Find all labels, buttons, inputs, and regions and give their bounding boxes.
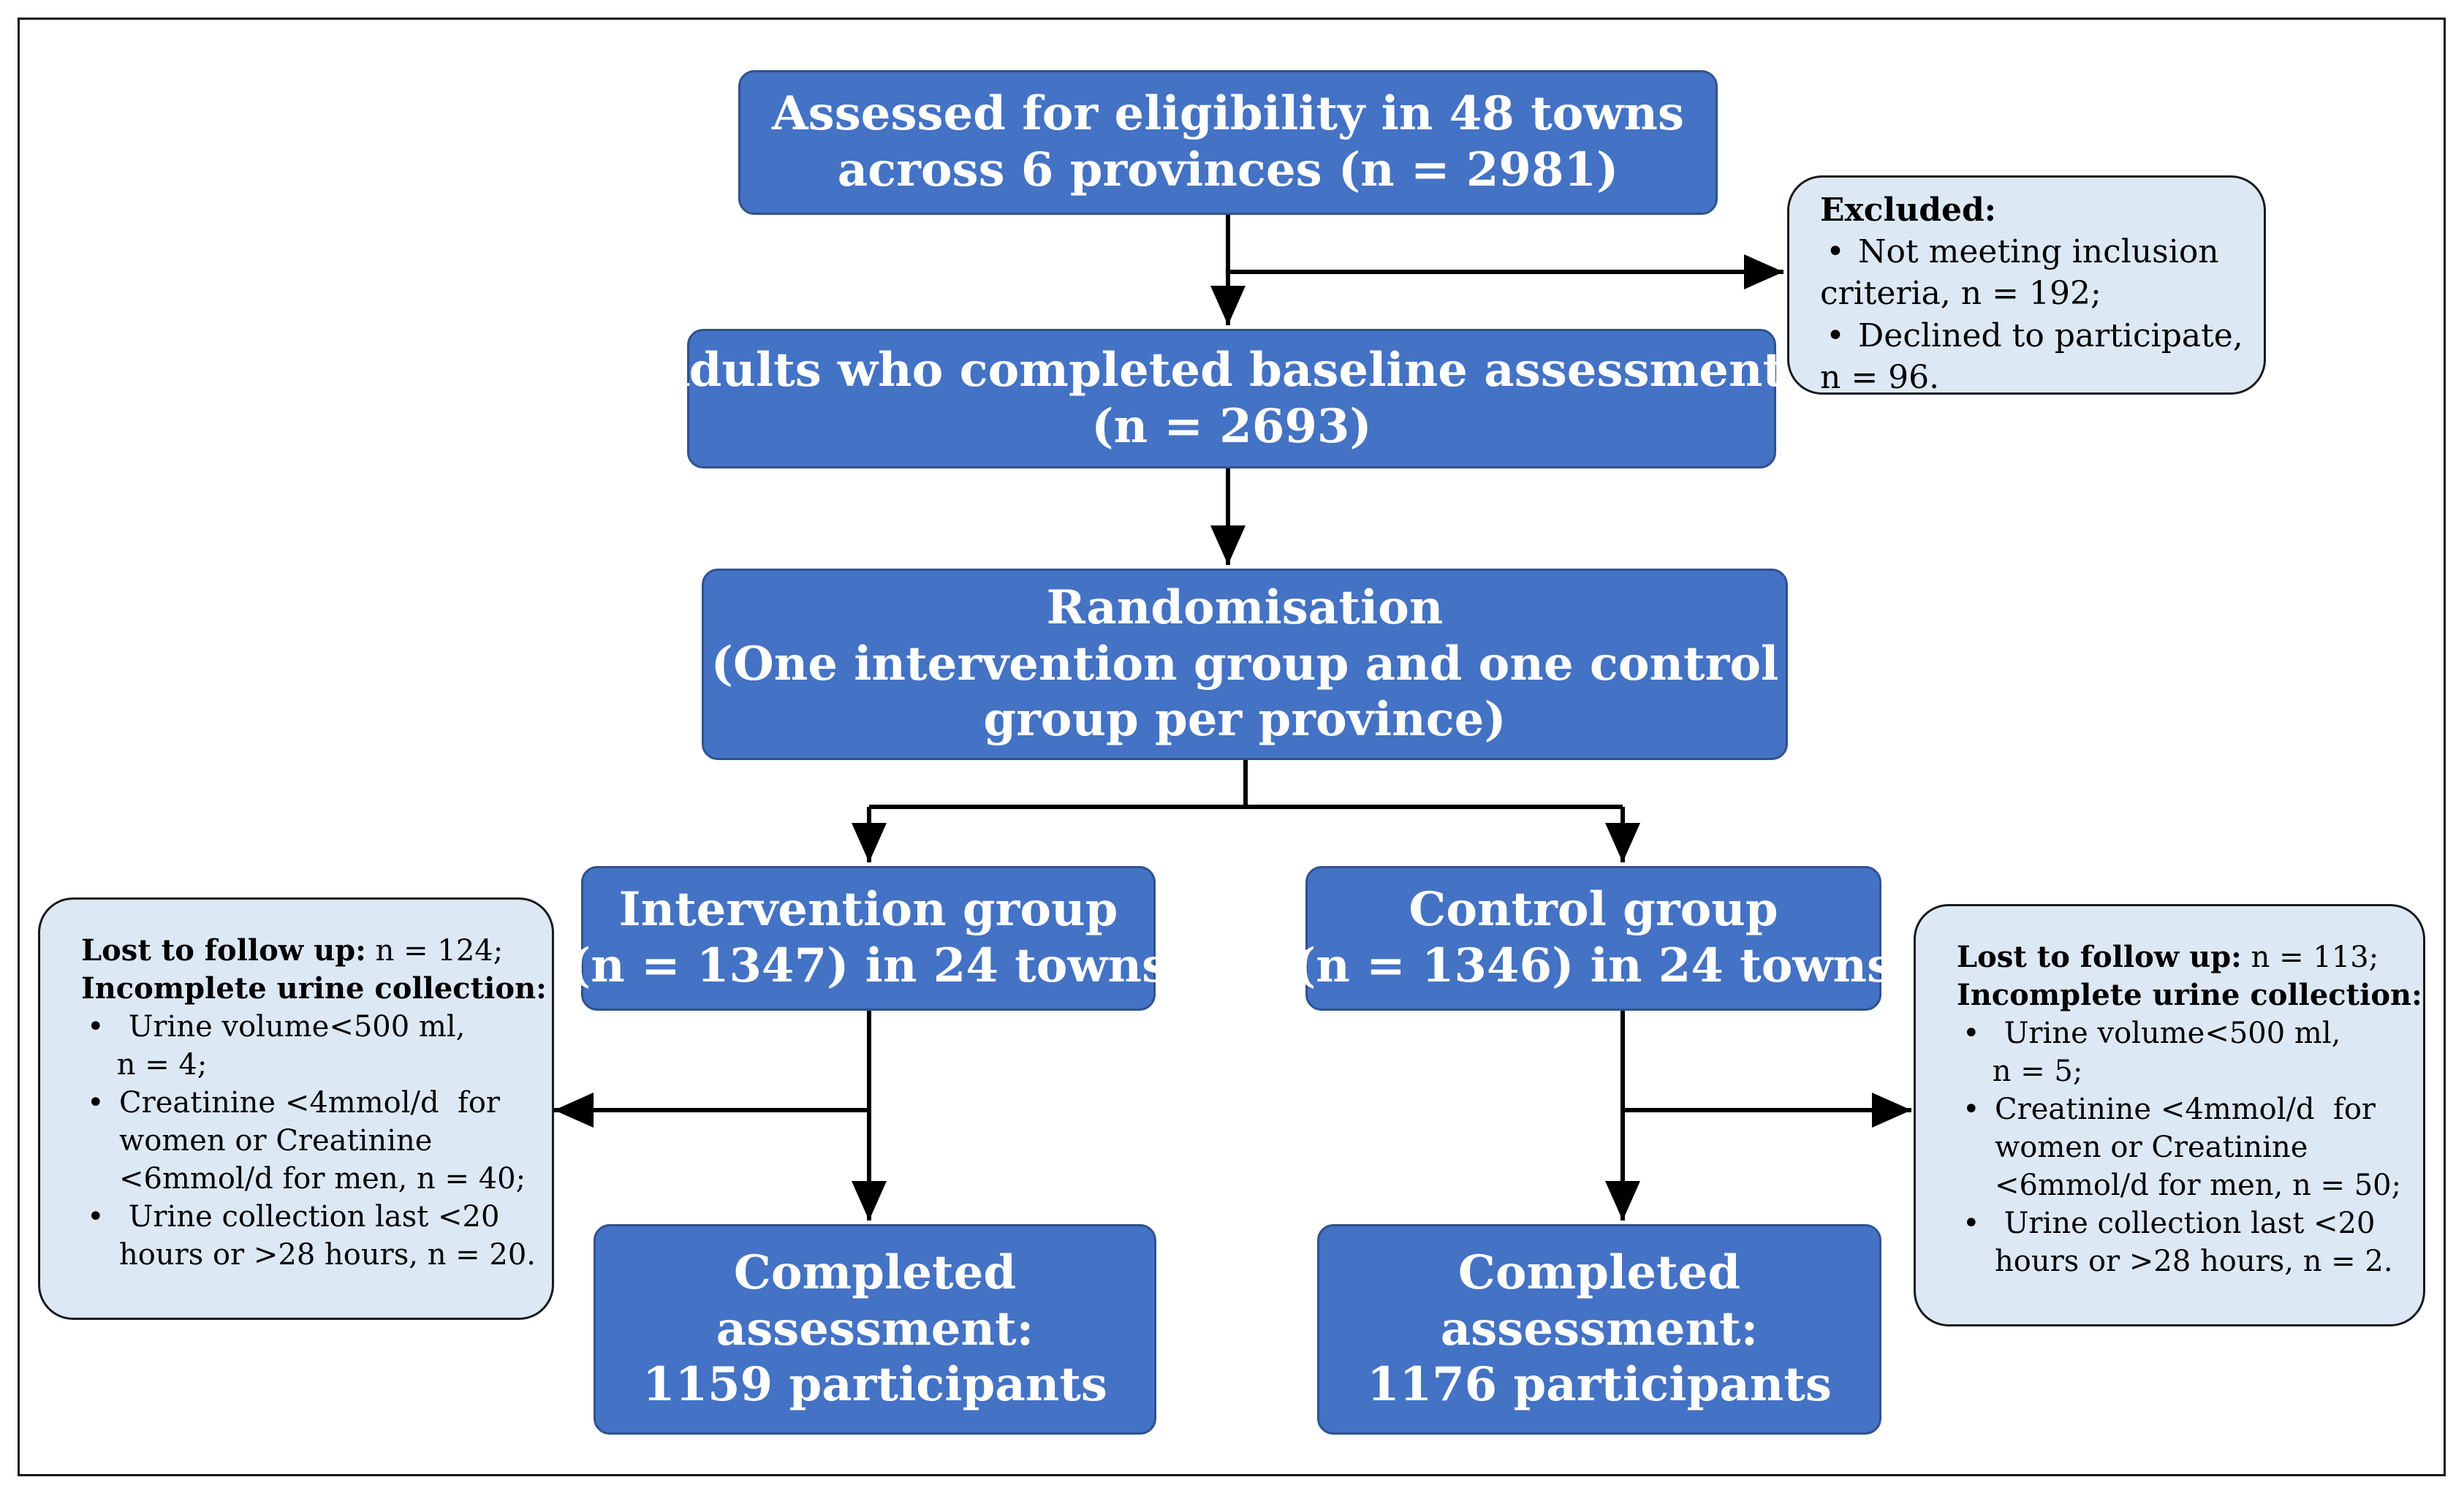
box-line: Completed	[1457, 1245, 1741, 1300]
box-line: assessment:	[1440, 1301, 1759, 1356]
lost-to-follow-up: Lost to follow up: n = 113;	[1957, 938, 2411, 976]
box-line: (n = 2693)	[1091, 398, 1372, 454]
box-line: 1176 participants	[1367, 1357, 1832, 1413]
item-line: Creatinine <4mmol/d for	[1995, 1093, 2376, 1126]
lost-value: n = 124;	[365, 934, 504, 968]
item-line: women or Creatinine	[1995, 1131, 2308, 1164]
excluded-item: Not meeting inclusion	[1820, 231, 2249, 273]
box-line: Intervention group	[618, 882, 1118, 938]
excluded-item: Declined to participate,	[1820, 315, 2249, 357]
lost-intervention-note: Lost to follow up: n = 124; Incomplete u…	[38, 897, 554, 1320]
excluded-list: Not meeting inclusion criteria, n = 192;…	[1820, 231, 2249, 398]
box-line: across 6 provinces (n = 2981)	[837, 143, 1619, 197]
randomisation-box: Randomisation (One intervention group an…	[702, 569, 1788, 760]
box-line: assessment:	[716, 1301, 1034, 1356]
item-line: women or Creatinine	[119, 1124, 433, 1158]
list-item-continuation: n = 5;	[1957, 1052, 2411, 1090]
item-line: Declined to participate,	[1858, 316, 2243, 354]
item-line: n = 5;	[1983, 1055, 2083, 1088]
item-line: criteria, n = 192;	[1820, 275, 2101, 313]
item-line: hours or >28 hours, n = 20.	[119, 1238, 537, 1272]
completed-intervention-box: Completed assessment: 1159 participants	[594, 1224, 1156, 1435]
list-item-continuation: <6mmol/d for men, n = 50;	[1957, 1166, 2411, 1204]
list-item-continuation: women or Creatinine	[1957, 1128, 2411, 1166]
intervention-group-box: Intervention group (n = 1347) in 24 town…	[569, 866, 1168, 1011]
incomplete-urine-heading: Incomplete urine collection:	[1957, 978, 2422, 1012]
list-item: Urine volume<500 ml,	[1957, 1014, 2411, 1052]
box-line: (n = 1346) in 24 towns	[1293, 938, 1894, 993]
list-item: Urine collection last <20	[1957, 1204, 2411, 1242]
lost-to-follow-up: Lost to follow up: n = 124;	[81, 932, 540, 970]
lost-control-note: Lost to follow up: n = 113; Incomplete u…	[1914, 904, 2425, 1326]
item-line: n = 4;	[107, 1048, 208, 1082]
list-item-continuation: hours or >28 hours, n = 20.	[81, 1236, 540, 1274]
box-line: group per province)	[983, 692, 1506, 748]
box-line: Randomisation	[1046, 580, 1444, 635]
lost-label: Lost to follow up:	[1957, 940, 2242, 974]
list-item: Urine volume<500 ml,	[81, 1008, 540, 1046]
list-item-continuation: n = 4;	[81, 1046, 540, 1084]
list-item: Urine collection last <20	[81, 1198, 540, 1236]
box-line: Adults who completed baseline assessment…	[652, 342, 1811, 398]
item-line: Urine collection last <20	[1995, 1207, 2376, 1240]
figure-frame	[18, 18, 2446, 1476]
item-line: <6mmol/d for men, n = 50;	[1995, 1169, 2402, 1202]
list-item: Creatinine <4mmol/d for	[81, 1084, 540, 1122]
lost-label: Lost to follow up:	[81, 933, 366, 968]
list-item: Creatinine <4mmol/d for	[1957, 1090, 2411, 1128]
box-line: 1159 participants	[642, 1357, 1107, 1413]
excluded-item-continuation: n = 96.	[1820, 357, 2249, 398]
box-line: Control group	[1409, 882, 1778, 938]
item-line: Urine collection last <20	[119, 1200, 500, 1234]
excluded-heading: Excluded:	[1820, 191, 1997, 229]
box-line: (One intervention group and one control	[710, 636, 1779, 691]
control-group-box: Control group (n = 1346) in 24 towns	[1294, 866, 1893, 1011]
eligibility-box: Assessed for eligibility in 48 towns acr…	[738, 70, 1718, 215]
box-line: Assessed for eligibility in 48 towns	[772, 86, 1684, 142]
list-item-continuation: women or Creatinine	[81, 1122, 540, 1160]
excluded-item-continuation: criteria, n = 192;	[1820, 273, 2249, 314]
list-item-continuation: hours or >28 hours, n = 2.	[1957, 1242, 2411, 1280]
lost-control-list: Urine volume<500 ml, n = 5; Creatinine <…	[1957, 1014, 2411, 1280]
item-line: Creatinine <4mmol/d for	[119, 1086, 501, 1120]
excluded-note: Excluded: Not meeting inclusion criteria…	[1787, 175, 2266, 398]
baseline-box: Adults who completed baseline assessment…	[653, 329, 1811, 468]
lost-intervention-list: Urine volume<500 ml, n = 4; Creatinine <…	[81, 1008, 540, 1274]
item-line: Urine volume<500 ml,	[1995, 1017, 2341, 1050]
item-line: <6mmol/d for men, n = 40;	[119, 1162, 526, 1196]
list-item-continuation: <6mmol/d for men, n = 40;	[81, 1160, 540, 1198]
item-line: n = 96.	[1820, 358, 1940, 396]
item-line: Not meeting inclusion	[1858, 233, 2219, 271]
item-line: Urine volume<500 ml,	[119, 1010, 466, 1044]
box-line: Completed	[733, 1245, 1017, 1300]
completed-control-box: Completed assessment: 1176 participants	[1317, 1224, 1881, 1435]
item-line: hours or >28 hours, n = 2.	[1995, 1245, 2393, 1278]
incomplete-urine-heading: Incomplete urine collection:	[81, 971, 547, 1006]
box-line: (n = 1347) in 24 towns	[568, 938, 1169, 993]
lost-value: n = 113;	[2241, 941, 2379, 974]
